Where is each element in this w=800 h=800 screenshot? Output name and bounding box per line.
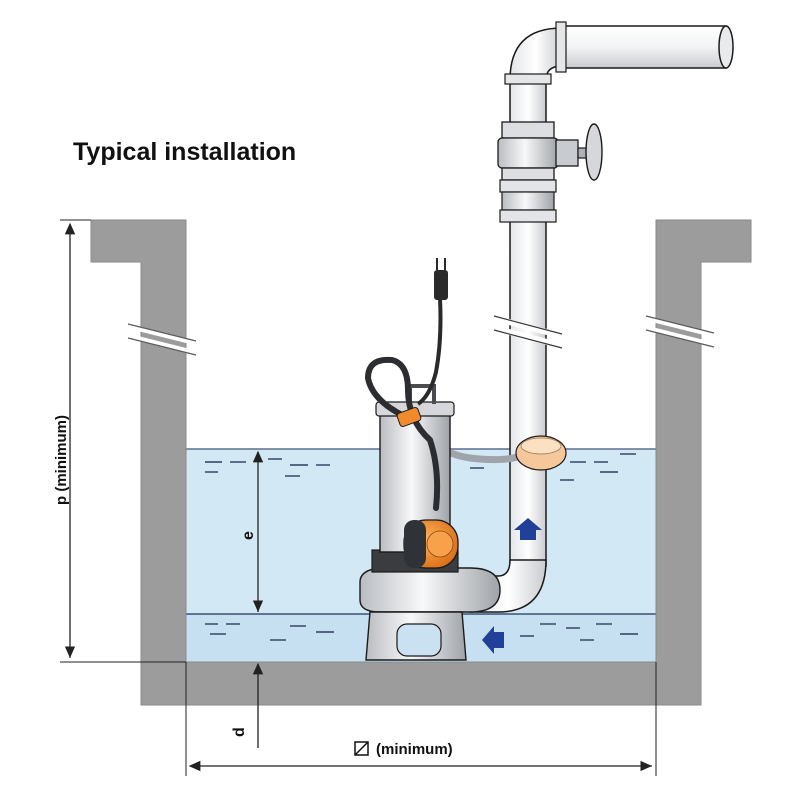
float-cable-loop: [364, 356, 441, 511]
gate-valve: [497, 121, 603, 181]
pipe-horizontal-top: [559, 25, 727, 69]
pump-volute: [359, 567, 501, 613]
flow-up-arrow-icon: [514, 518, 542, 540]
flow-left-arrow-icon: [482, 626, 504, 654]
dimension-diameter-label: (minimum): [376, 741, 453, 758]
pipe-break-mark: [493, 315, 563, 349]
diagram-title: Typical installation: [73, 138, 296, 166]
valve-handwheel-icon: [585, 123, 603, 181]
power-plug-icon: [434, 258, 448, 300]
dimension-e-label: e: [240, 531, 257, 540]
dimension-d-label: d: [231, 727, 248, 737]
float-switch-lower: [403, 519, 459, 569]
pipe-union: [499, 179, 557, 223]
cable-clamp: [396, 407, 422, 427]
dimension-diameter: [185, 662, 657, 776]
diameter-square-icon: [354, 741, 369, 756]
pipe-elbow-top: [509, 27, 563, 81]
power-cable: [416, 297, 443, 406]
pump-inlet-opening: [396, 623, 442, 657]
dimension-p-label: p (minimum): [53, 415, 70, 505]
dimension-p: [60, 219, 186, 663]
water-ripples: [205, 453, 638, 641]
dimension-diameter-symbol: ⌀: [0, 0, 9, 4]
wall-break-marks: [127, 315, 715, 356]
